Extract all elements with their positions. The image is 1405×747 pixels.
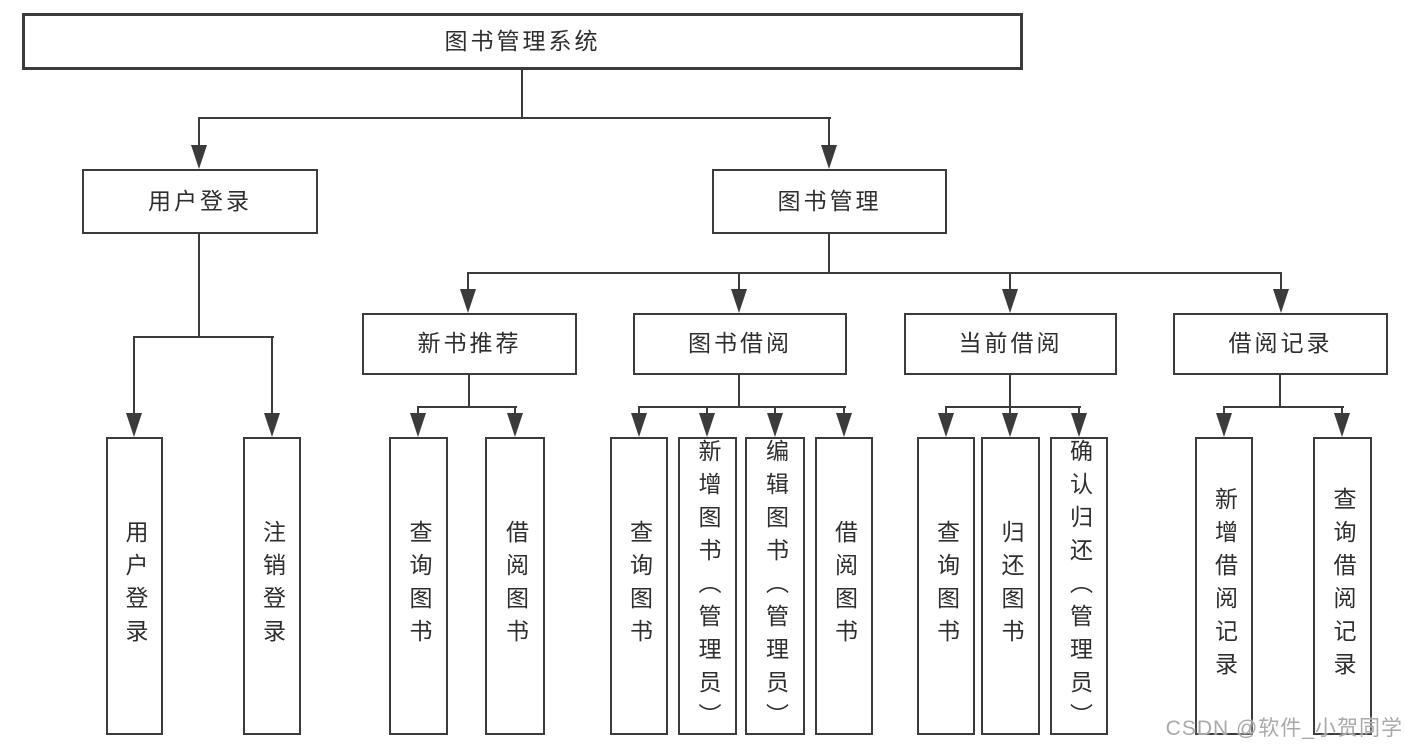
node-add-books-admin: 新增图书（管理员） (678, 437, 737, 736)
arrow-down-icon (731, 272, 747, 313)
arrow-down-icon (1216, 406, 1232, 437)
connector-hline (467, 272, 1282, 274)
node-book-management: 图书管理 (712, 169, 947, 234)
connector-vline (521, 70, 523, 118)
node-query-books: 查询图书 (389, 437, 448, 735)
arrow-down-icon (410, 406, 426, 437)
connector-vline (738, 375, 740, 408)
arrow-down-icon (821, 117, 837, 169)
node-current-borrow: 当前借阅 (904, 313, 1117, 375)
arrow-down-icon (1273, 272, 1289, 313)
node-edit-books-admin: 编辑图书（管理员） (745, 437, 805, 736)
connector-hline (945, 406, 1081, 408)
arrow-down-icon (699, 406, 715, 437)
arrow-down-icon (191, 117, 207, 169)
arrow-down-icon (767, 406, 783, 437)
watermark: CSDN @软件_小贺同学 (1165, 717, 1403, 740)
node-new-book-recommend: 新书推荐 (362, 313, 577, 375)
arrow-down-icon (836, 406, 852, 437)
node-borrow-records: 借阅记录 (1173, 313, 1388, 375)
arrow-down-icon (1002, 406, 1018, 437)
node-query-books: 查询图书 (610, 437, 668, 735)
node-borrow-books: 借阅图书 (815, 437, 873, 735)
connector-vline (828, 233, 830, 274)
node-query-books: 查询图书 (917, 437, 975, 735)
node-logout: 注销登录 (243, 437, 301, 735)
arrow-down-icon (1002, 272, 1018, 313)
connector-hline (638, 406, 846, 408)
connector-vline (198, 234, 200, 336)
arrow-down-icon (264, 336, 280, 437)
connector-hline (417, 406, 517, 408)
node-user-login: 用户登录 (82, 169, 318, 234)
connector-hline (133, 336, 274, 338)
node-borrow-books: 借阅图书 (485, 437, 545, 735)
node-query-borrow-record: 查询借阅记录 (1313, 437, 1372, 735)
arrow-down-icon (507, 406, 523, 437)
connector-vline (468, 375, 470, 408)
arrow-down-icon (1071, 406, 1087, 437)
connector-vline (1009, 375, 1011, 408)
node-add-borrow-record: 新增借阅记录 (1195, 437, 1253, 735)
connector-hline (198, 117, 831, 119)
node-user-login-leaf: 用户登录 (106, 437, 163, 735)
node-return-books: 归还图书 (981, 437, 1040, 735)
arrow-down-icon (938, 406, 954, 437)
connector-hline (1223, 406, 1344, 408)
arrow-down-icon (631, 406, 647, 437)
node-book-borrow: 图书借阅 (633, 313, 847, 375)
node-confirm-return-admin: 确认归还（管理员） (1050, 437, 1108, 736)
arrow-down-icon (460, 272, 476, 313)
node-library-system: 图书管理系统 (22, 13, 1023, 70)
connector-vline (1279, 375, 1281, 408)
arrow-down-icon (1334, 406, 1350, 437)
arrow-down-icon (126, 336, 142, 437)
